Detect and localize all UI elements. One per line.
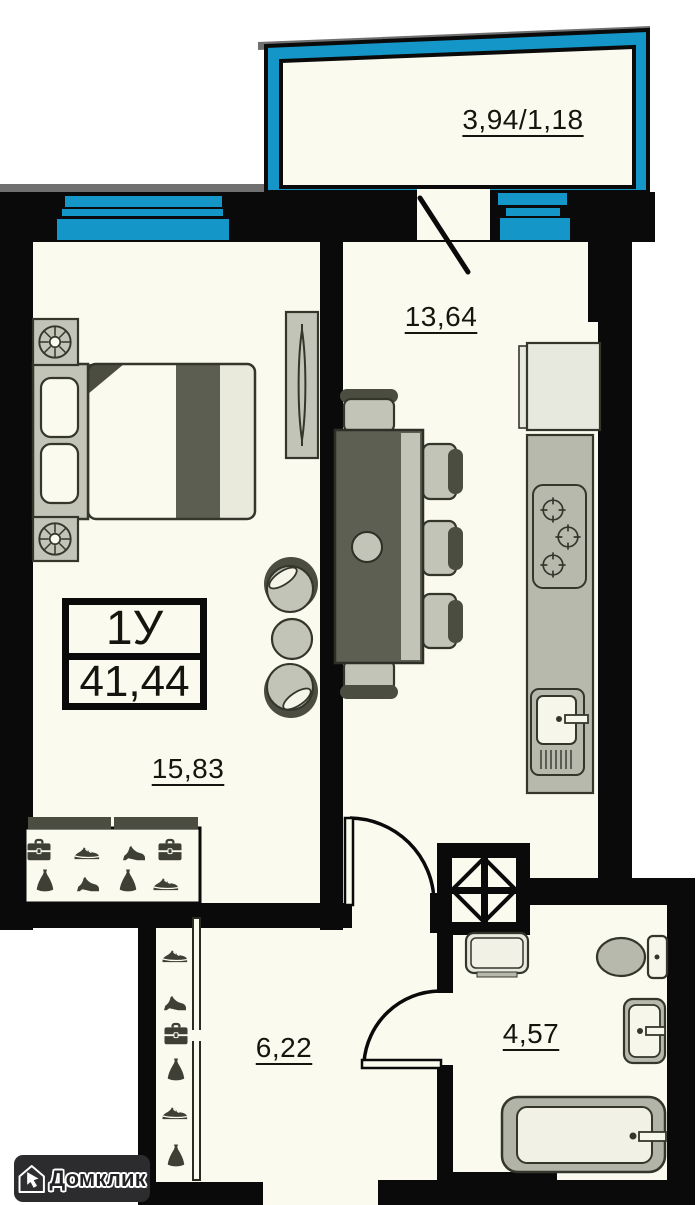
- entrance-opening: [263, 1182, 378, 1205]
- wall-mirror: [284, 310, 320, 460]
- wall-left: [0, 242, 33, 930]
- stove: [532, 484, 587, 589]
- bathroom-area-label: 4,57: [502, 1018, 560, 1049]
- balcony: [264, 27, 650, 194]
- passage-floor: [343, 883, 430, 928]
- unit-area-label: 41,44: [79, 657, 190, 706]
- house-cursor-icon: [18, 1164, 45, 1193]
- wall-living-bottom: [0, 903, 352, 928]
- kitchen-sink: [530, 688, 589, 776]
- bedroom-window: [57, 219, 229, 240]
- kitchen-window: [506, 208, 560, 216]
- fridge-door: [518, 345, 528, 429]
- kitchen-unit: [518, 341, 602, 795]
- wall-bath-right: [667, 878, 695, 1205]
- washing-machine: [464, 931, 530, 978]
- chair-back: [340, 685, 398, 699]
- kitchen-window: [498, 193, 567, 205]
- wall-bath-left-lower: [437, 1065, 453, 1182]
- wall-divider: [320, 242, 343, 930]
- bathtub: [500, 1095, 667, 1174]
- nightstand-top: [31, 317, 80, 367]
- chair-seat: [342, 397, 396, 434]
- bathroom-door: [360, 989, 443, 1070]
- nightstand-bottom: [31, 515, 80, 563]
- balcony-door: [417, 189, 490, 275]
- ventilation-shaft-cells: [450, 856, 518, 924]
- wardrobe-door: [28, 817, 111, 829]
- armchairs: [264, 557, 318, 718]
- chair-back: [448, 449, 463, 494]
- living-room-door: [343, 816, 436, 907]
- unit-type-badge: 1У 41,44: [62, 598, 207, 710]
- windows: [57, 193, 570, 240]
- chair-back: [448, 527, 463, 570]
- wall-bottom-left: [138, 1182, 263, 1205]
- balcony-floor: [279, 44, 636, 189]
- living-room-area-label: 15,83: [151, 753, 225, 784]
- wardrobe: [23, 817, 202, 905]
- brand-logo: Домклик: [14, 1155, 150, 1202]
- hallway-area-label: 6,22: [255, 1032, 313, 1063]
- bedroom-window: [65, 196, 222, 207]
- pillow: [39, 376, 80, 439]
- wall-kitchen-right: [598, 322, 632, 883]
- bathroom-fixtures: [464, 931, 669, 1174]
- wall-bath-top: [527, 878, 667, 905]
- side-table: [270, 617, 314, 661]
- bathroom-door-floor: [437, 993, 453, 1065]
- balcony-area-label: 3,94/1,18: [462, 104, 584, 135]
- lamp-icon: [38, 522, 72, 556]
- bedroom-window: [62, 209, 223, 216]
- lamp-icon: [38, 325, 72, 359]
- wall-hall-left: [138, 928, 156, 1182]
- kitchen-area-label: 13,64: [404, 301, 478, 332]
- balcony-door-leaf: [417, 195, 471, 275]
- unit-type-label: 1У: [69, 605, 200, 660]
- brand-name: Домклик: [49, 1165, 146, 1191]
- hall-closet: [161, 917, 203, 1181]
- toilet: [595, 934, 669, 980]
- chair-back: [448, 600, 463, 643]
- slab-edge-left: [0, 184, 266, 192]
- bathroom-sink: [622, 997, 667, 1065]
- fridge: [525, 341, 602, 432]
- wall-kitchen-right-upper: [588, 242, 632, 322]
- dining-set: [333, 389, 463, 699]
- wall-bottom-right: [378, 1180, 695, 1205]
- hallway-floor: [156, 928, 437, 1182]
- pillow: [39, 442, 80, 505]
- bed: [31, 362, 257, 521]
- wall-bottom-step: [453, 1172, 557, 1182]
- wardrobe-door: [114, 817, 198, 829]
- wall-bath-left-upper: [437, 928, 453, 993]
- kitchen-window: [500, 218, 570, 240]
